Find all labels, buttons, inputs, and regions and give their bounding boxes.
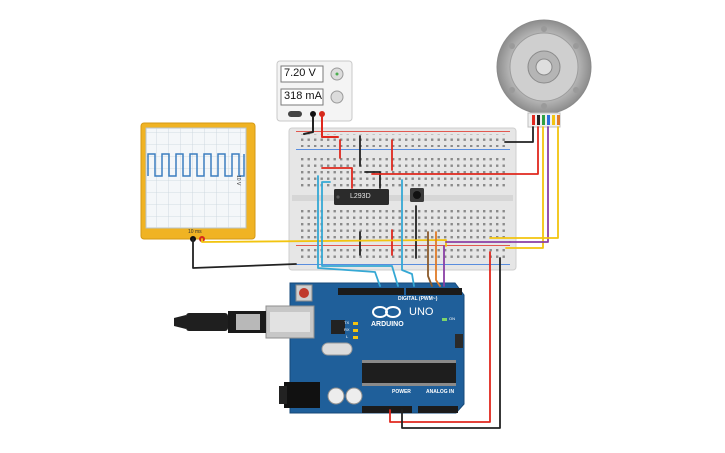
tx-led-label: TX <box>344 320 350 325</box>
arduino-model: UNO <box>409 306 434 318</box>
voltage-readout: 7.20 V <box>284 67 316 79</box>
current-readout: 318 mA <box>284 90 322 102</box>
arduino-brand: ARDUINO <box>371 321 404 328</box>
l293d-label: L293D <box>350 193 371 200</box>
scope-volts-label: 10 V <box>235 175 241 186</box>
oscilloscope[interactable] <box>140 122 256 242</box>
l293d-chip[interactable] <box>334 189 389 205</box>
on-led-label: ON <box>449 316 455 321</box>
square-wave-trace <box>147 153 245 177</box>
rx-led-label: RX <box>344 327 350 332</box>
arduino-uno[interactable] <box>174 282 465 414</box>
power-supply[interactable] <box>276 60 353 122</box>
digital-header-label: DIGITAL (PWM~) <box>398 296 438 302</box>
scope-time-label: 10 ms <box>188 229 202 235</box>
dc-motor-encoder[interactable] <box>496 19 592 128</box>
wires <box>192 116 559 429</box>
power-header-label: POWER <box>392 389 411 395</box>
analog-header-label: ANALOG IN <box>426 389 455 395</box>
l-led-label: L <box>346 334 349 339</box>
pushbutton[interactable] <box>410 188 424 202</box>
